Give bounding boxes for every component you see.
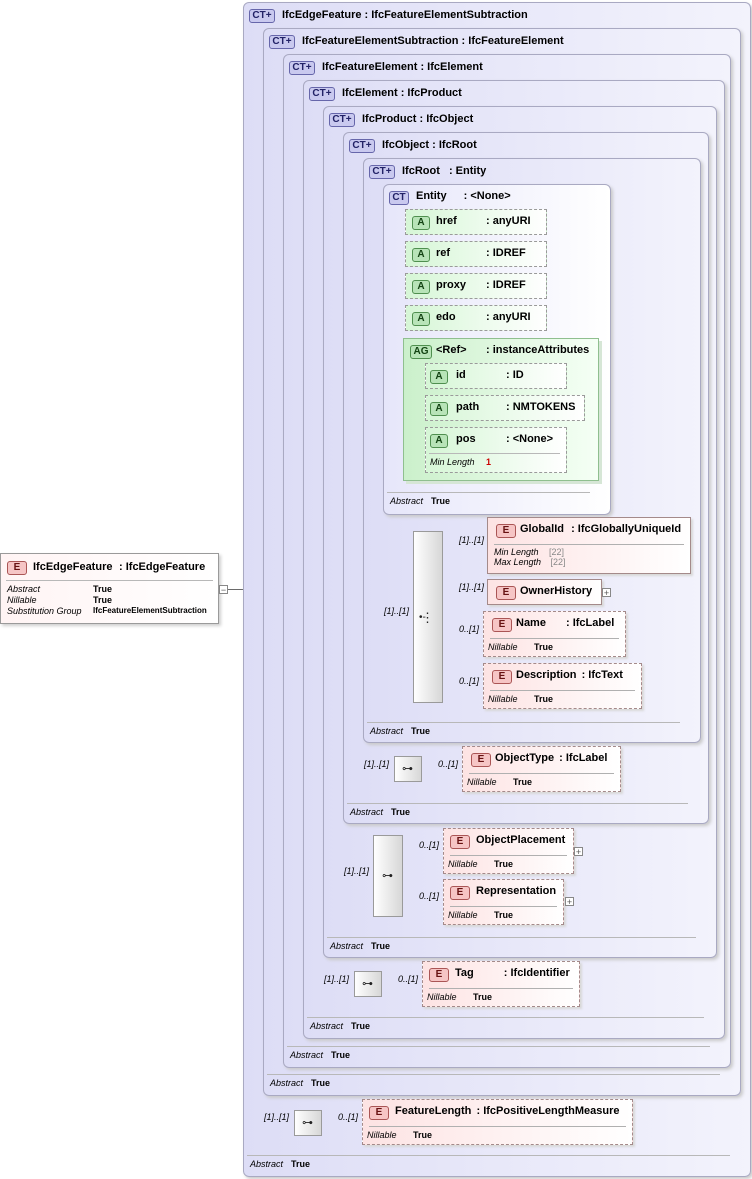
sequence-compositor-icon: ⊶: [362, 978, 373, 990]
attribute-pos[interactable]: A pos : <None> Min Length 1: [425, 427, 567, 473]
complex-type-extension-badge: CT+: [289, 61, 315, 75]
sequence-ifcproduct[interactable]: ⊶: [373, 835, 403, 917]
root-prop-substitution-value: IfcFeatureElementSubtraction: [93, 606, 207, 615]
element-badge: E: [492, 670, 512, 684]
complex-type-name: IfcElement : IfcProduct: [342, 87, 462, 99]
globalid-multiplicity: [1]..[1]: [459, 535, 485, 545]
element-badge: E: [369, 1106, 389, 1120]
root-element-ifcedgefeature[interactable]: E IfcEdgeFeature : IfcEdgeFeature Abstra…: [0, 553, 219, 624]
element-badge: E: [492, 618, 512, 632]
complex-type-extension-badge: CT+: [249, 9, 275, 23]
attribute-ref[interactable]: A ref : IDREF: [405, 241, 547, 267]
name-multiplicity: 0..[1]: [459, 624, 480, 634]
featurelength-multiplicity: 0..[1]: [338, 1112, 359, 1122]
sequence-ifcroot-multiplicity: [1]..[1]: [384, 606, 410, 616]
ownerhistory-multiplicity: [1]..[1]: [459, 582, 485, 592]
sequence-ifcroot[interactable]: ⋮ •‑: [413, 531, 443, 703]
complex-type-name: Entity : <None>: [416, 190, 511, 202]
tag-multiplicity: 0..[1]: [398, 974, 419, 984]
root-element-type: : IfcEdgeFeature: [119, 561, 206, 573]
complex-type-extension-badge: CT+: [269, 35, 295, 49]
objectplacement-multiplicity: 0..[1]: [419, 840, 440, 850]
expand-plus-icon[interactable]: +: [574, 847, 583, 857]
attribute-badge: A: [430, 434, 448, 448]
objecttype-multiplicity: 0..[1]: [438, 759, 459, 769]
complex-type-name: IfcFeatureElementSubtraction : IfcFeatur…: [302, 35, 564, 47]
root-prop-abstract-value: True: [93, 584, 113, 594]
attribute-path[interactable]: A path : NMTOKENS: [425, 395, 585, 421]
expand-plus-icon[interactable]: +: [565, 897, 574, 907]
attribute-href[interactable]: A href : anyURI: [405, 209, 547, 235]
complex-type-name: IfcProduct : IfcObject: [362, 113, 474, 125]
element-badge: E: [496, 524, 516, 538]
element-badge: E: [450, 835, 470, 849]
root-prop-substitution: Substitution Group: [7, 606, 82, 616]
complex-type-name: IfcObject : IfcRoot: [382, 139, 477, 151]
complex-type-name: IfcFeatureElement : IfcElement: [322, 61, 483, 73]
root-prop-abstract: Abstract: [7, 584, 41, 594]
sequence-ifcelement-multiplicity: [1]..[1]: [324, 974, 350, 984]
complex-type-name: IfcEdgeFeature : IfcFeatureElementSubtra…: [282, 9, 528, 21]
sequence-compositor-icon: ⊶: [402, 763, 413, 775]
element-globalid[interactable]: E GlobalId : IfcGloballyUniqueId Min Len…: [487, 517, 691, 574]
attribute-badge: A: [412, 280, 430, 294]
element-badge: E: [429, 968, 449, 982]
sequence-ifcelement[interactable]: ⊶: [354, 971, 382, 997]
root-prop-nillable: Nillable: [7, 595, 37, 605]
complex-type-extension-badge: CT+: [309, 87, 335, 101]
complex-type-badge: CT: [389, 191, 409, 205]
description-multiplicity: 0..[1]: [459, 676, 480, 686]
sequence-ifcproduct-multiplicity: [1]..[1]: [344, 866, 370, 876]
element-badge: E: [496, 586, 516, 600]
complex-type-name: IfcRoot : Entity: [402, 165, 487, 177]
sequence-ifcedgefeature-multiplicity: [1]..[1]: [264, 1112, 290, 1122]
attribute-group-badge: AG: [410, 345, 432, 359]
sequence-compositor-icon: ⋮: [421, 610, 434, 625]
sequence-ifcobject-multiplicity: [1]..[1]: [364, 759, 390, 769]
attribute-badge: A: [412, 216, 430, 230]
root-prop-nillable-value: True: [93, 595, 113, 605]
root-element-name: IfcEdgeFeature: [33, 561, 113, 573]
attribute-badge: A: [430, 370, 448, 384]
attribute-edo[interactable]: A edo : anyURI: [405, 305, 547, 331]
attribute-proxy[interactable]: A proxy : IDREF: [405, 273, 547, 299]
representation-multiplicity: 0..[1]: [419, 891, 440, 901]
expand-plus-icon[interactable]: +: [602, 588, 611, 598]
sequence-ifcedgefeature[interactable]: ⊶: [294, 1110, 322, 1136]
complex-type-extension-badge: CT+: [329, 113, 355, 127]
element-ownerhistory[interactable]: E OwnerHistory: [487, 579, 602, 605]
sequence-ifcobject[interactable]: ⊶: [394, 756, 422, 782]
element-badge: E: [471, 753, 491, 767]
collapse-minus-icon[interactable]: −: [219, 585, 228, 595]
complex-type-extension-badge: CT+: [349, 139, 375, 153]
element-badge: E: [7, 561, 27, 575]
attribute-id[interactable]: A id : ID: [425, 363, 567, 389]
attribute-pos-min-length: Min Length: [430, 457, 475, 467]
attribute-badge: A: [430, 402, 448, 416]
attribute-badge: A: [412, 248, 430, 262]
complex-type-extension-badge: CT+: [369, 165, 395, 179]
sequence-compositor-icon: ⊶: [302, 1117, 313, 1129]
sequence-compositor-icon: ⊶: [382, 870, 393, 882]
attribute-pos-min-length-value: 1: [486, 457, 492, 467]
attribute-badge: A: [412, 312, 430, 326]
element-badge: E: [450, 886, 470, 900]
element-featurelength[interactable]: E FeatureLength : IfcPositiveLengthMeasu…: [362, 1099, 633, 1145]
